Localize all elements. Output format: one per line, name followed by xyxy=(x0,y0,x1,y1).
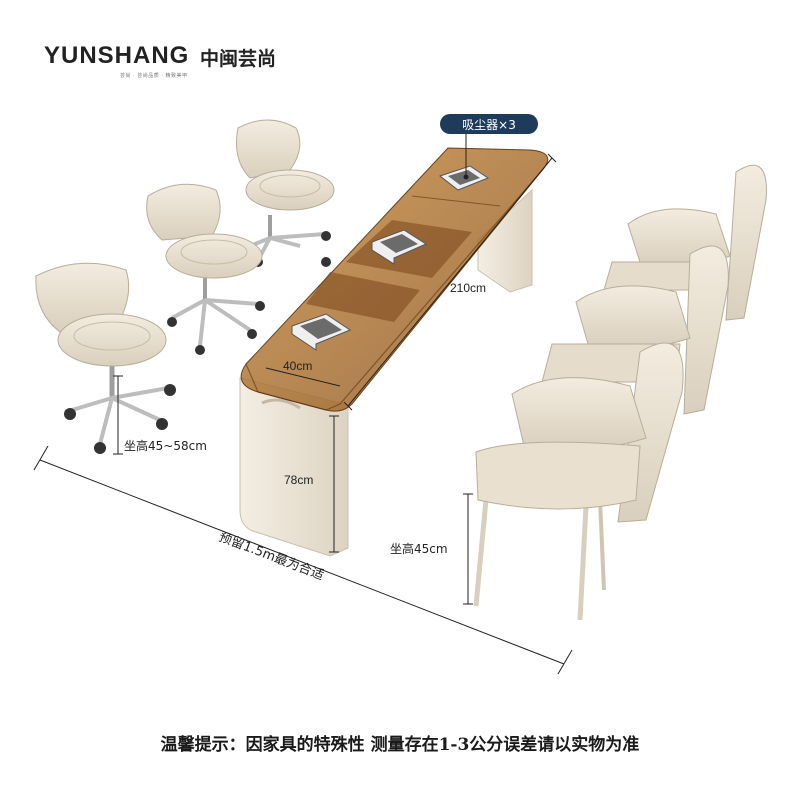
warm-tip: 温馨提示：因家具的特殊性 测量存在1-3公分误差请以实物为准 xyxy=(160,735,640,755)
vacuum-unit-2 xyxy=(371,229,428,265)
vacuum-label: 吸尘器×3 xyxy=(440,114,538,134)
label-chair-height: 坐高45cm xyxy=(390,541,448,556)
table-leg-far xyxy=(477,188,533,293)
label-stool-height: 坐高45~58cm xyxy=(124,438,207,453)
stool-middle xyxy=(146,183,265,355)
label-length: 210cm xyxy=(450,281,486,295)
chair-front xyxy=(473,342,684,621)
label-width: 40cm xyxy=(283,359,312,373)
stool-front xyxy=(35,262,176,454)
label-height: 78cm xyxy=(284,473,313,487)
vacuum-label-text: 吸尘器×3 xyxy=(462,118,516,132)
logo-brand-cn: 中闽芸尚 xyxy=(200,48,277,70)
dimension-lines xyxy=(33,134,573,675)
manicure-table xyxy=(239,147,549,557)
table-top xyxy=(240,147,549,412)
vacuum-unit-3 xyxy=(291,313,352,351)
logo-tagline: 芸尚 · 芸尚品质 · 精致美甲 xyxy=(120,73,188,79)
logo-brand-text: YUNSHANG xyxy=(44,42,190,69)
